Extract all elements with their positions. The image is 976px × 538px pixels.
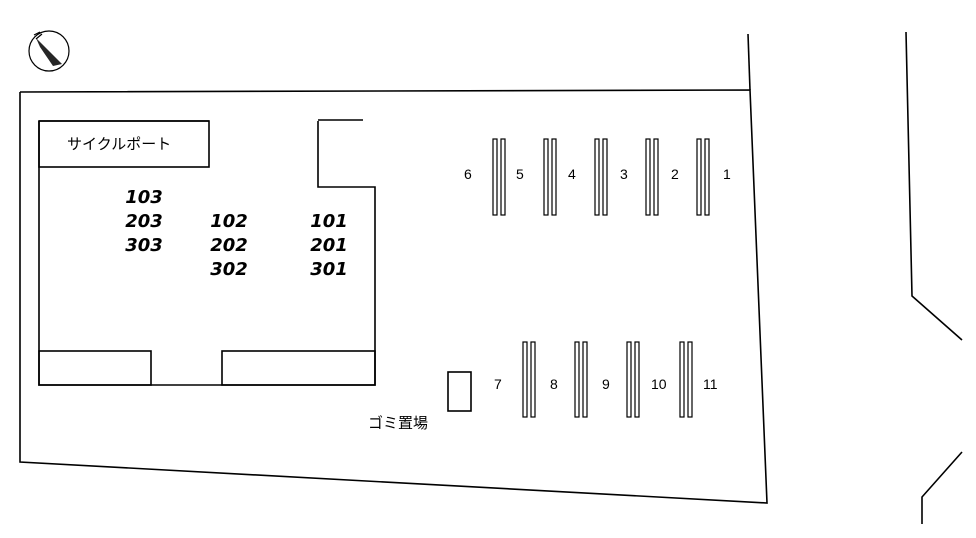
parking-number-2: 2 bbox=[671, 166, 679, 182]
parking-number-11: 11 bbox=[703, 376, 718, 392]
road-edge bbox=[905, 31, 963, 341]
unit-202: 202 bbox=[210, 235, 248, 256]
garbage-label: ゴミ置場 bbox=[368, 415, 429, 432]
unit-301: 301 bbox=[310, 259, 348, 280]
parking-stoppers-bottom bbox=[522, 341, 693, 418]
garbage-station bbox=[447, 371, 472, 412]
unit-303: 303 bbox=[125, 235, 163, 256]
building-outline bbox=[38, 121, 376, 386]
building-box-left bbox=[38, 350, 152, 386]
parking-number-8: 8 bbox=[550, 376, 558, 392]
parking-number-6: 6 bbox=[464, 166, 472, 182]
unit-101: 101 bbox=[310, 211, 348, 232]
unit-201: 201 bbox=[310, 235, 348, 256]
building-box-right bbox=[221, 350, 376, 386]
parking-number-4: 4 bbox=[568, 166, 576, 182]
unit-203: 203 bbox=[125, 211, 163, 232]
parking-number-10: 10 bbox=[651, 376, 667, 392]
north-arrow-icon bbox=[28, 30, 70, 72]
parking-number-5: 5 bbox=[516, 166, 524, 182]
site-boundary bbox=[19, 89, 768, 504]
unit-column-mid: 102 202 302 bbox=[207, 210, 251, 282]
unit-302: 302 bbox=[210, 259, 248, 280]
unit-102: 102 bbox=[210, 211, 248, 232]
parking-number-3: 3 bbox=[620, 166, 628, 182]
cycle-port bbox=[38, 120, 210, 168]
parking-number-1: 1 bbox=[723, 166, 731, 182]
unit-column-right: 101 201 301 bbox=[307, 210, 351, 282]
parking-number-9: 9 bbox=[602, 376, 610, 392]
parking-number-7: 7 bbox=[494, 376, 502, 392]
unit-103: 103 bbox=[125, 187, 163, 208]
unit-column-left: 103 203 303 bbox=[122, 186, 166, 258]
cycle-port-label: サイクルポート bbox=[67, 136, 172, 153]
parking-stoppers-top bbox=[492, 138, 710, 216]
